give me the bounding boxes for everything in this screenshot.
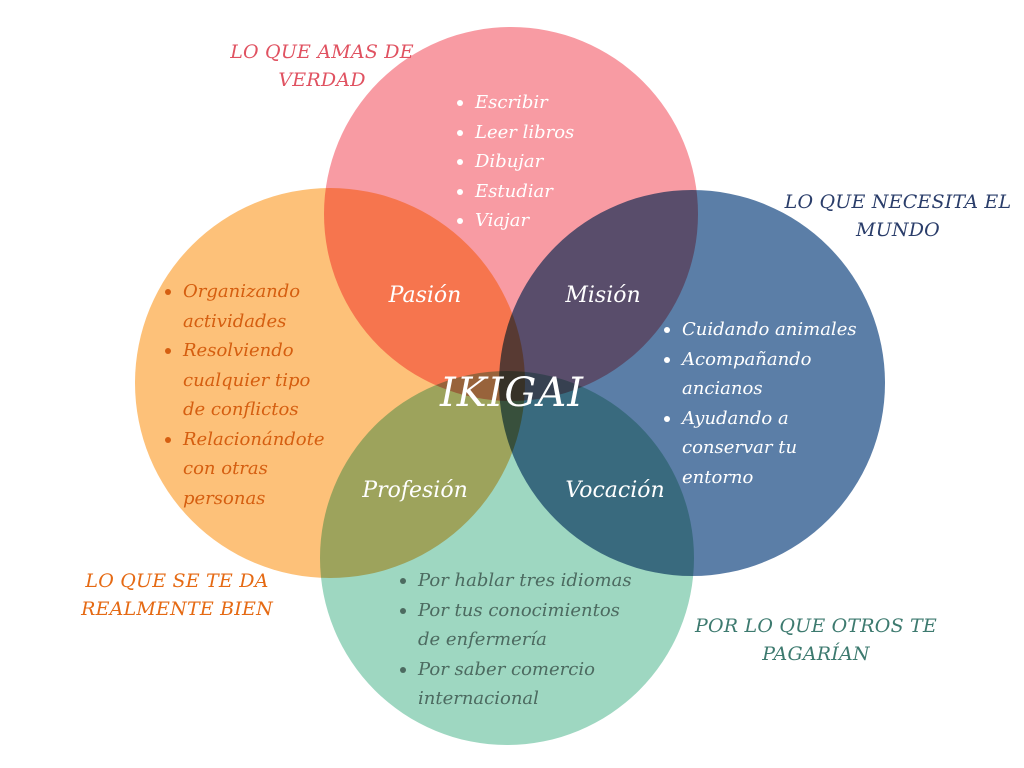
intersection-mision: Misión xyxy=(565,283,641,308)
heading-necesita-el-mundo: LO QUE NECESITA EL MUNDO xyxy=(784,191,1012,241)
ikigai-title: IKIGAI xyxy=(439,370,585,416)
heading-lo-que-amas: LO QUE AMAS DE VERDAD xyxy=(230,41,414,91)
list-item: Relacionándote con otras personas xyxy=(163,425,338,514)
list-item: Por saber comercio internacional xyxy=(398,655,638,714)
list-item: Viajar xyxy=(455,206,625,236)
list-lo-que-amas: Escribir Leer libros Dibujar Estudiar Vi… xyxy=(455,88,625,236)
list-se-te-da-bien: Organizando actividades Resolviendo cual… xyxy=(163,277,338,513)
list-item: Por hablar tres idiomas xyxy=(398,566,638,596)
list-necesita-el-mundo: Cuidando animales Acompañando ancianos A… xyxy=(662,315,867,492)
list-item: Resolviendo cualquier tipo de conflictos xyxy=(163,336,338,425)
heading-otros-te-pagarian: POR LO QUE OTROS TE PAGARÍAN xyxy=(695,615,937,665)
list-item: Por tus conocimientos de enfermería xyxy=(398,596,638,655)
intersection-pasion: Pasión xyxy=(388,283,462,308)
intersection-profesion: Profesión xyxy=(362,478,468,503)
list-item: Dibujar xyxy=(455,147,625,177)
list-otros-te-pagarian: Por hablar tres idiomas Por tus conocimi… xyxy=(398,566,638,714)
heading-se-te-da-bien: LO QUE SE TE DA REALMENTE BIEN xyxy=(81,570,273,620)
list-item: Leer libros xyxy=(455,118,625,148)
intersection-vocacion: Vocación xyxy=(565,478,665,503)
list-item: Organizando actividades xyxy=(163,277,338,336)
circle-otros-te-pagarian xyxy=(320,371,694,745)
list-item: Ayudando a conservar tu entorno xyxy=(662,404,867,493)
list-item: Acompañando ancianos xyxy=(662,345,867,404)
list-item: Estudiar xyxy=(455,177,625,207)
list-item: Escribir xyxy=(455,88,625,118)
list-item: Cuidando animales xyxy=(662,315,867,345)
